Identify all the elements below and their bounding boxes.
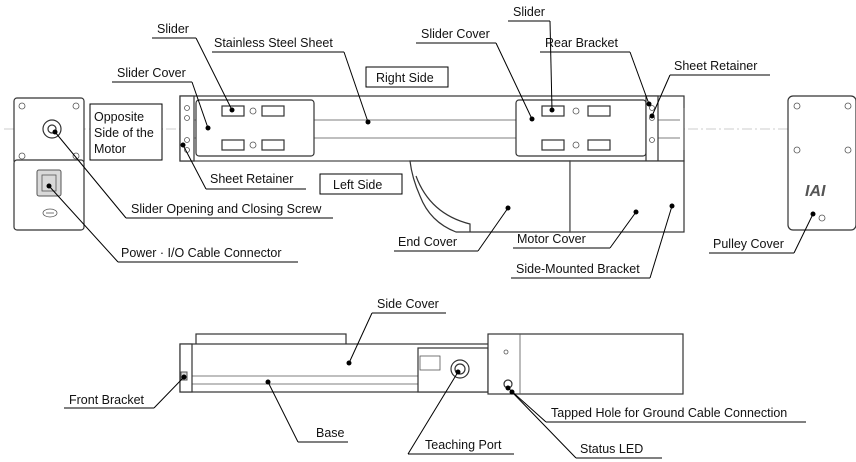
motor-end-block [13,97,85,231]
side-mounted-bracket-label: Side-Mounted Bracket [516,262,640,276]
base-label: Base [316,426,345,440]
right-side-label: Right Side [376,71,434,85]
actuator-body-top [179,95,685,162]
opposite-side-line-2: Side of the [94,126,154,140]
slider-cover-left-label: Slider Cover [117,66,186,80]
pulley-cover-part [787,95,856,231]
motor-cover-label: Motor Cover [517,232,586,246]
end-cover-label: End Cover [398,235,457,249]
opposite-side-line-1: Opposite [94,110,144,124]
sheet-retainer-right-label: Sheet Retainer [674,59,757,73]
iai-logo: IAI [805,183,826,200]
slider-cover-top-label: Slider Cover [421,27,490,41]
left-side-box [319,173,403,195]
slider-left-label: Slider [157,22,189,36]
teaching-port-label: Teaching Port [425,438,502,452]
front-bracket-label: Front Bracket [69,393,145,407]
opposite-side-line-3: Motor [94,142,126,156]
side-cover-label: Side Cover [377,297,439,311]
actuator-body-lower [409,160,685,233]
sheet-retainer-left-label: Sheet Retainer [210,172,293,186]
left-side-label: Left Side [333,178,382,192]
stainless-steel-sheet-label: Stainless Steel Sheet [214,36,333,50]
rear-bracket-label: Rear Bracket [545,36,618,50]
right-side-box [365,66,449,88]
opposite-side-box [89,103,163,161]
slider-opening-screw-label: Slider Opening and Closing Screw [131,202,322,216]
tapped-hole-label: Tapped Hole for Ground Cable Connection [551,406,787,420]
power-io-connector-part [36,169,62,197]
status-led-label: Status LED [580,442,643,456]
power-io-connector-label: Power · I/O Cable Connector [121,246,282,260]
pulley-cover-label: Pulley Cover [713,237,784,251]
slider-right-label: Slider [513,5,545,19]
actuator-body-side [179,333,684,395]
